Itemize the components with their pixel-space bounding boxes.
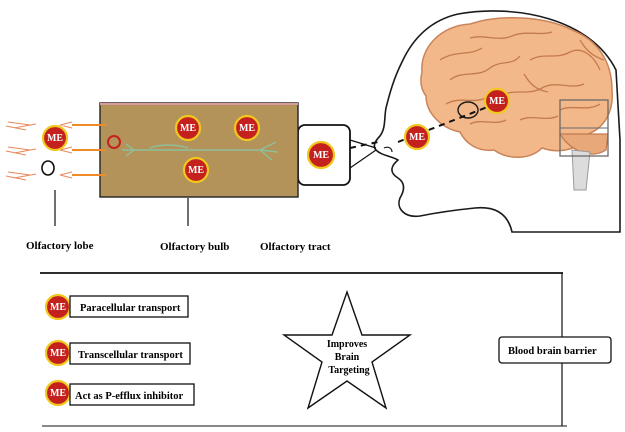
me-badge-mechanism-2-text: ME [50, 348, 66, 359]
mechanism-label-2: Transcellular transport [78, 350, 183, 361]
me-badge-lobe: ME [43, 126, 67, 150]
me-badge-bulb-3-text: ME [188, 165, 204, 176]
me-badge-mechanism-1-text: ME [50, 302, 66, 313]
me-badge-zoom-text: ME [313, 150, 329, 161]
me-badge-nose-text: ME [409, 132, 425, 143]
me-badge-lobe-text: ME [47, 133, 63, 144]
me-badge-bulb-2-text: ME [239, 123, 255, 134]
bottom-panel: Paracellular transport Transcellular tra… [40, 273, 611, 426]
olfactory-bulb-label: Olfactory bulb [160, 241, 229, 253]
me-badge-mechanism-3-text: ME [50, 388, 66, 399]
lobe-vesicle [42, 161, 54, 175]
me-badge-mechanism-3: ME [46, 381, 70, 405]
mechanism-label-1: Paracellular transport [80, 303, 181, 314]
star-line-3: Targeting [328, 365, 369, 376]
me-badge-bulb-3: ME [184, 158, 208, 182]
olfactory-lobe-label: Olfactory lobe [26, 240, 94, 252]
olfactory-tract-label: Olfactory tract [260, 241, 331, 253]
bbb-label: Blood brain barrier [508, 346, 597, 357]
olfactory-bulb-panel [100, 103, 298, 197]
zoom-line-bottom [350, 150, 376, 168]
star-line-2: Brain [335, 352, 360, 363]
improves-targeting-star [284, 292, 410, 408]
me-badge-bulb-1-text: ME [180, 123, 196, 134]
me-badge-mechanism-2: ME [46, 341, 70, 365]
me-badge-bulb-1: ME [176, 116, 200, 140]
me-badge-brain: ME [485, 89, 509, 113]
me-badge-nose: ME [405, 125, 429, 149]
mechanism-label-3: Act as P-efflux inhibitor [75, 391, 184, 402]
me-badge-mechanism-1: ME [46, 295, 70, 319]
star-line-1: Improves [327, 339, 367, 350]
me-badge-zoom: ME [308, 142, 334, 168]
me-badge-bulb-2: ME [235, 116, 259, 140]
me-badge-brain-text: ME [489, 96, 505, 107]
